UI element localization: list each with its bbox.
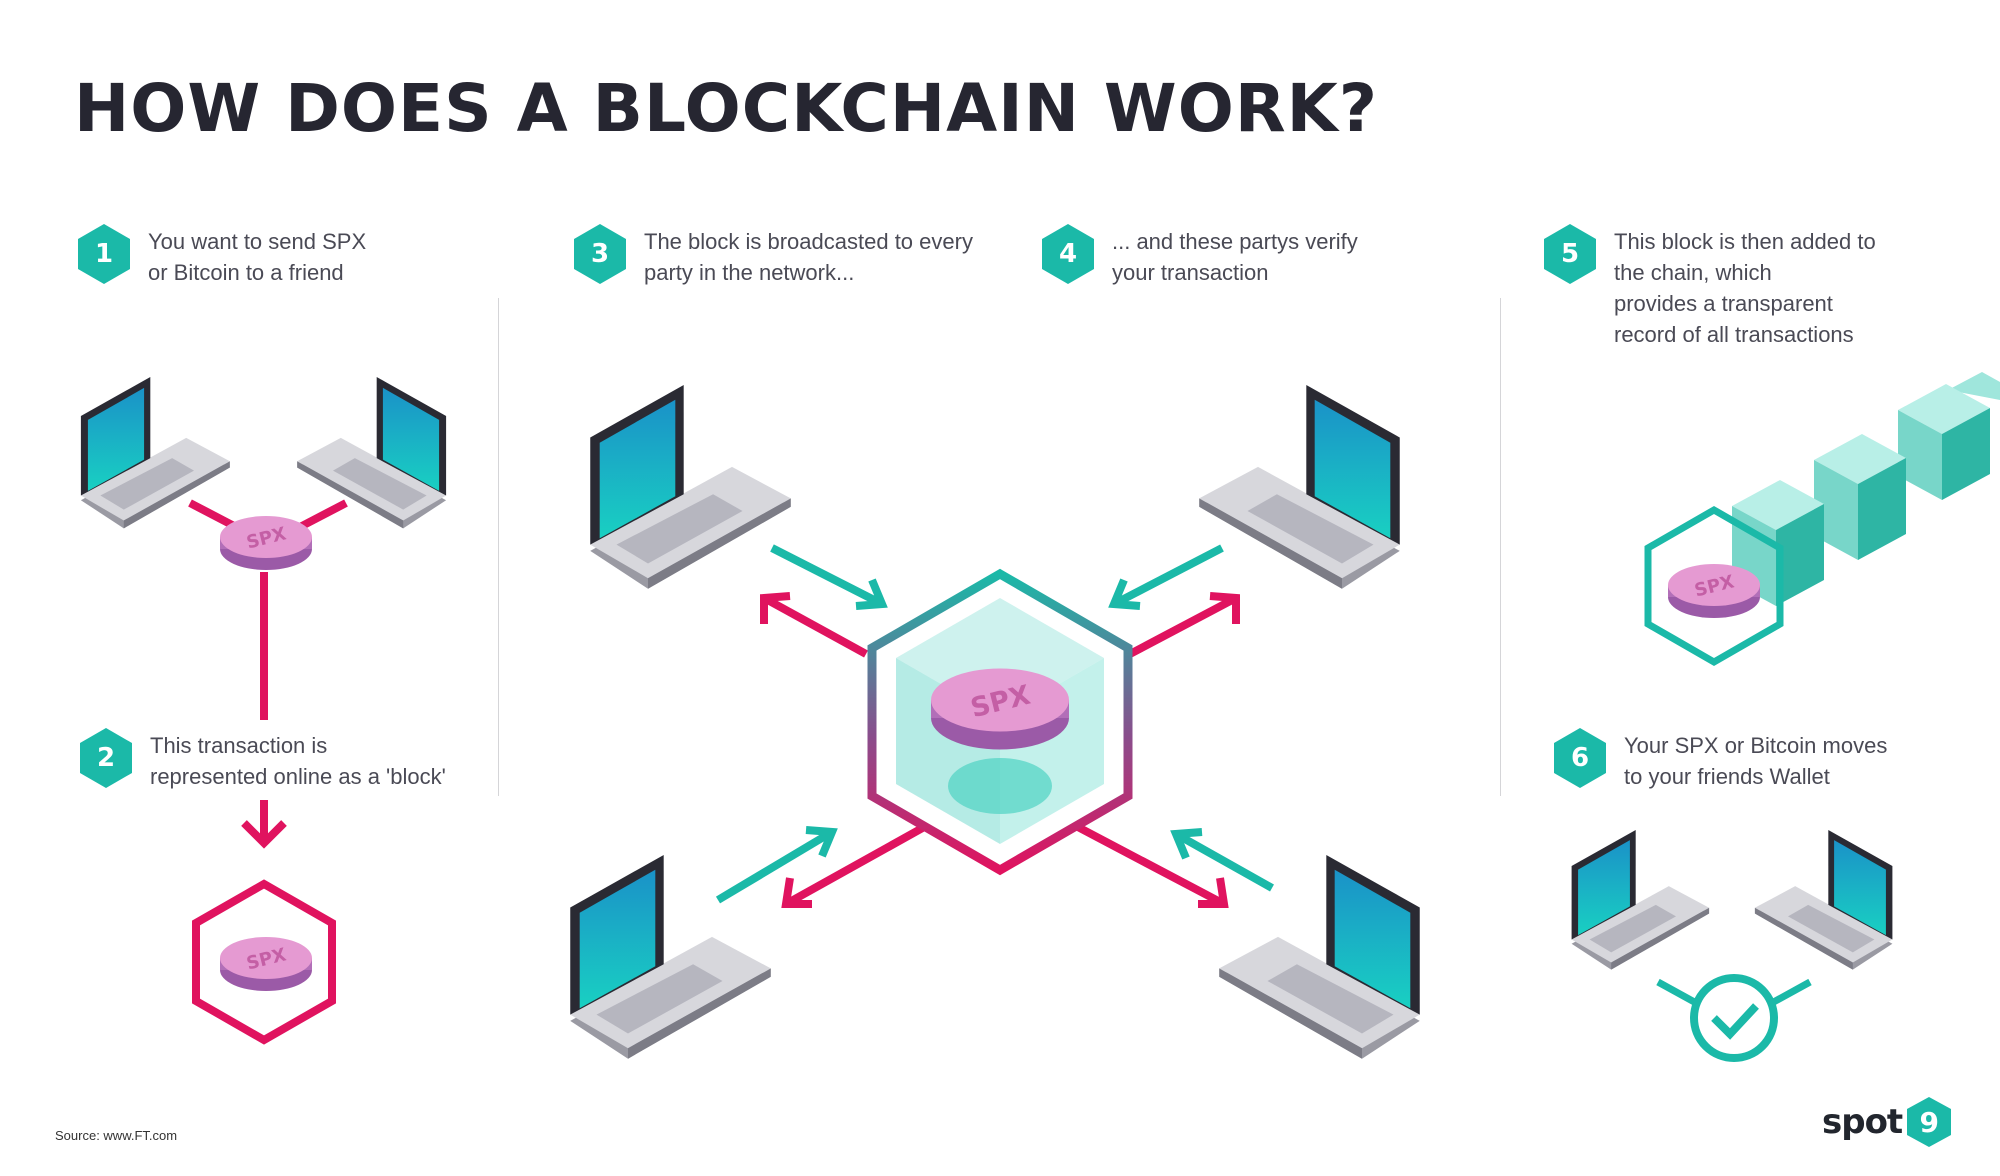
step-1: 1 You want to send SPX or Bitcoin to a f… (76, 222, 366, 288)
step-3-number: 3 (590, 239, 610, 269)
teal-arrows (715, 544, 1274, 904)
step-6: 6 Your SPX or Bitcoin moves to your frie… (1552, 726, 1887, 792)
step-6-number: 6 (1570, 743, 1590, 773)
step-4-text: ... and these partys verify your transac… (1112, 229, 1358, 285)
checkmark-icon (1711, 1003, 1759, 1040)
step-1-number: 1 (94, 239, 114, 269)
step-5-text: This block is then added to the chain, w… (1614, 229, 1876, 347)
step-1-badge: 1 (76, 222, 132, 286)
logo-text: spot (1822, 1102, 1903, 1142)
chain-block-hexagon-icon (1644, 505, 1784, 667)
checkmark-circle-icon (1690, 974, 1778, 1062)
wallet-laptop-right-icon (1755, 830, 1893, 970)
sender-link-line (188, 499, 238, 531)
step-4: 4 ... and these partys verify your trans… (1040, 222, 1358, 288)
receiver-link-line (298, 499, 348, 531)
coin-icon-2 (220, 937, 312, 991)
logo-number: 9 (1919, 1105, 1939, 1139)
logo-hex-icon: 9 (1906, 1096, 1952, 1148)
step-1-text: You want to send SPX or Bitcoin to a fri… (148, 229, 367, 285)
step-2-number: 2 (96, 743, 116, 773)
step-2: 2 This transaction is represented online… (78, 726, 446, 792)
receiver-laptop-icon (297, 377, 446, 528)
step-2-text: This transaction is represented online a… (150, 733, 446, 789)
coin-icon-1 (220, 516, 312, 570)
spot9-logo: spot 9 (1822, 1096, 1952, 1148)
central-coin-icon (931, 668, 1069, 750)
block-hexagon-icon (192, 879, 336, 1045)
wallet-laptop-left-icon (1571, 830, 1710, 970)
step-5: 5 This block is then added to the chain,… (1542, 222, 1876, 350)
network-laptop-top-right-icon (1199, 385, 1400, 589)
step-3-text: The block is broadcasted to every party … (644, 229, 973, 285)
source-note: Source: www.FT.com (55, 1128, 178, 1143)
chain-coin-icon (1668, 564, 1760, 618)
column-divider-right (1500, 298, 1501, 796)
page-title: HOW DOES A BLOCKCHAIN WORK? (74, 70, 1379, 147)
step-3: 3 The block is broadcasted to every part… (572, 222, 973, 288)
step-4-number: 4 (1058, 239, 1078, 269)
network-laptop-bottom-right-icon (1219, 855, 1420, 1059)
step-2-badge: 2 (78, 726, 134, 790)
step-5-number: 5 (1560, 239, 1580, 269)
step-6-badge: 6 (1552, 726, 1608, 790)
pink-arrows (760, 592, 1240, 908)
step-6-text: Your SPX or Bitcoin moves to your friend… (1624, 733, 1888, 789)
down-arrow-head (241, 820, 287, 849)
network-laptop-top-left-icon (590, 385, 791, 589)
step-5-badge: 5 (1542, 222, 1598, 286)
step-3-badge: 3 (572, 222, 628, 286)
chain-blocks-icon (1732, 372, 2000, 606)
step-4-badge: 4 (1040, 222, 1096, 286)
sender-laptop-icon (80, 377, 230, 529)
column-divider-left (498, 298, 499, 796)
